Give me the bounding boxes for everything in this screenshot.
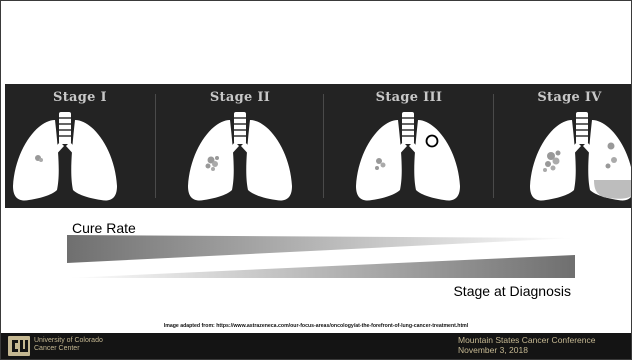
stage-panel-2: Stage II <box>157 84 323 208</box>
lungs-stage-2-image <box>157 106 323 208</box>
lungs-stage-3-image <box>325 106 493 208</box>
stage-at-diagnosis-label: Stage at Diagnosis <box>453 283 571 299</box>
stage-label: Stage IV <box>507 90 632 105</box>
panel-divider <box>323 94 324 198</box>
stage-panel-1: Stage I <box>5 84 155 208</box>
university-logo-icon <box>8 336 30 356</box>
lungs-stage-4-image <box>495 106 632 208</box>
conference-date: November 3, 2018 <box>458 346 596 356</box>
university-name: University of Colorado Cancer Center <box>34 337 103 353</box>
university-line-2: Cancer Center <box>34 345 103 353</box>
panel-divider <box>155 94 156 198</box>
footer-bar: University of Colorado Cancer Center Mou… <box>0 333 632 360</box>
stage-label: Stage II <box>157 90 323 105</box>
stage-panel-4: Stage IV <box>495 84 632 208</box>
lung-stages-banner: Stage I Stage II <box>5 84 632 208</box>
rate-gradient-wedges <box>0 230 632 285</box>
lungs-stage-1-image <box>5 106 155 208</box>
stage-panel-3: Stage III <box>325 84 493 208</box>
university-line-1: University of Colorado <box>34 337 103 345</box>
conference-info: Mountain States Cancer Conference Novemb… <box>458 336 596 355</box>
stage-label: Stage I <box>5 90 155 105</box>
image-credit: Image adapted from: https://www.astrazen… <box>0 323 632 329</box>
tumor-marker <box>427 136 438 147</box>
panel-divider <box>493 94 494 198</box>
stage-label: Stage III <box>325 90 493 105</box>
